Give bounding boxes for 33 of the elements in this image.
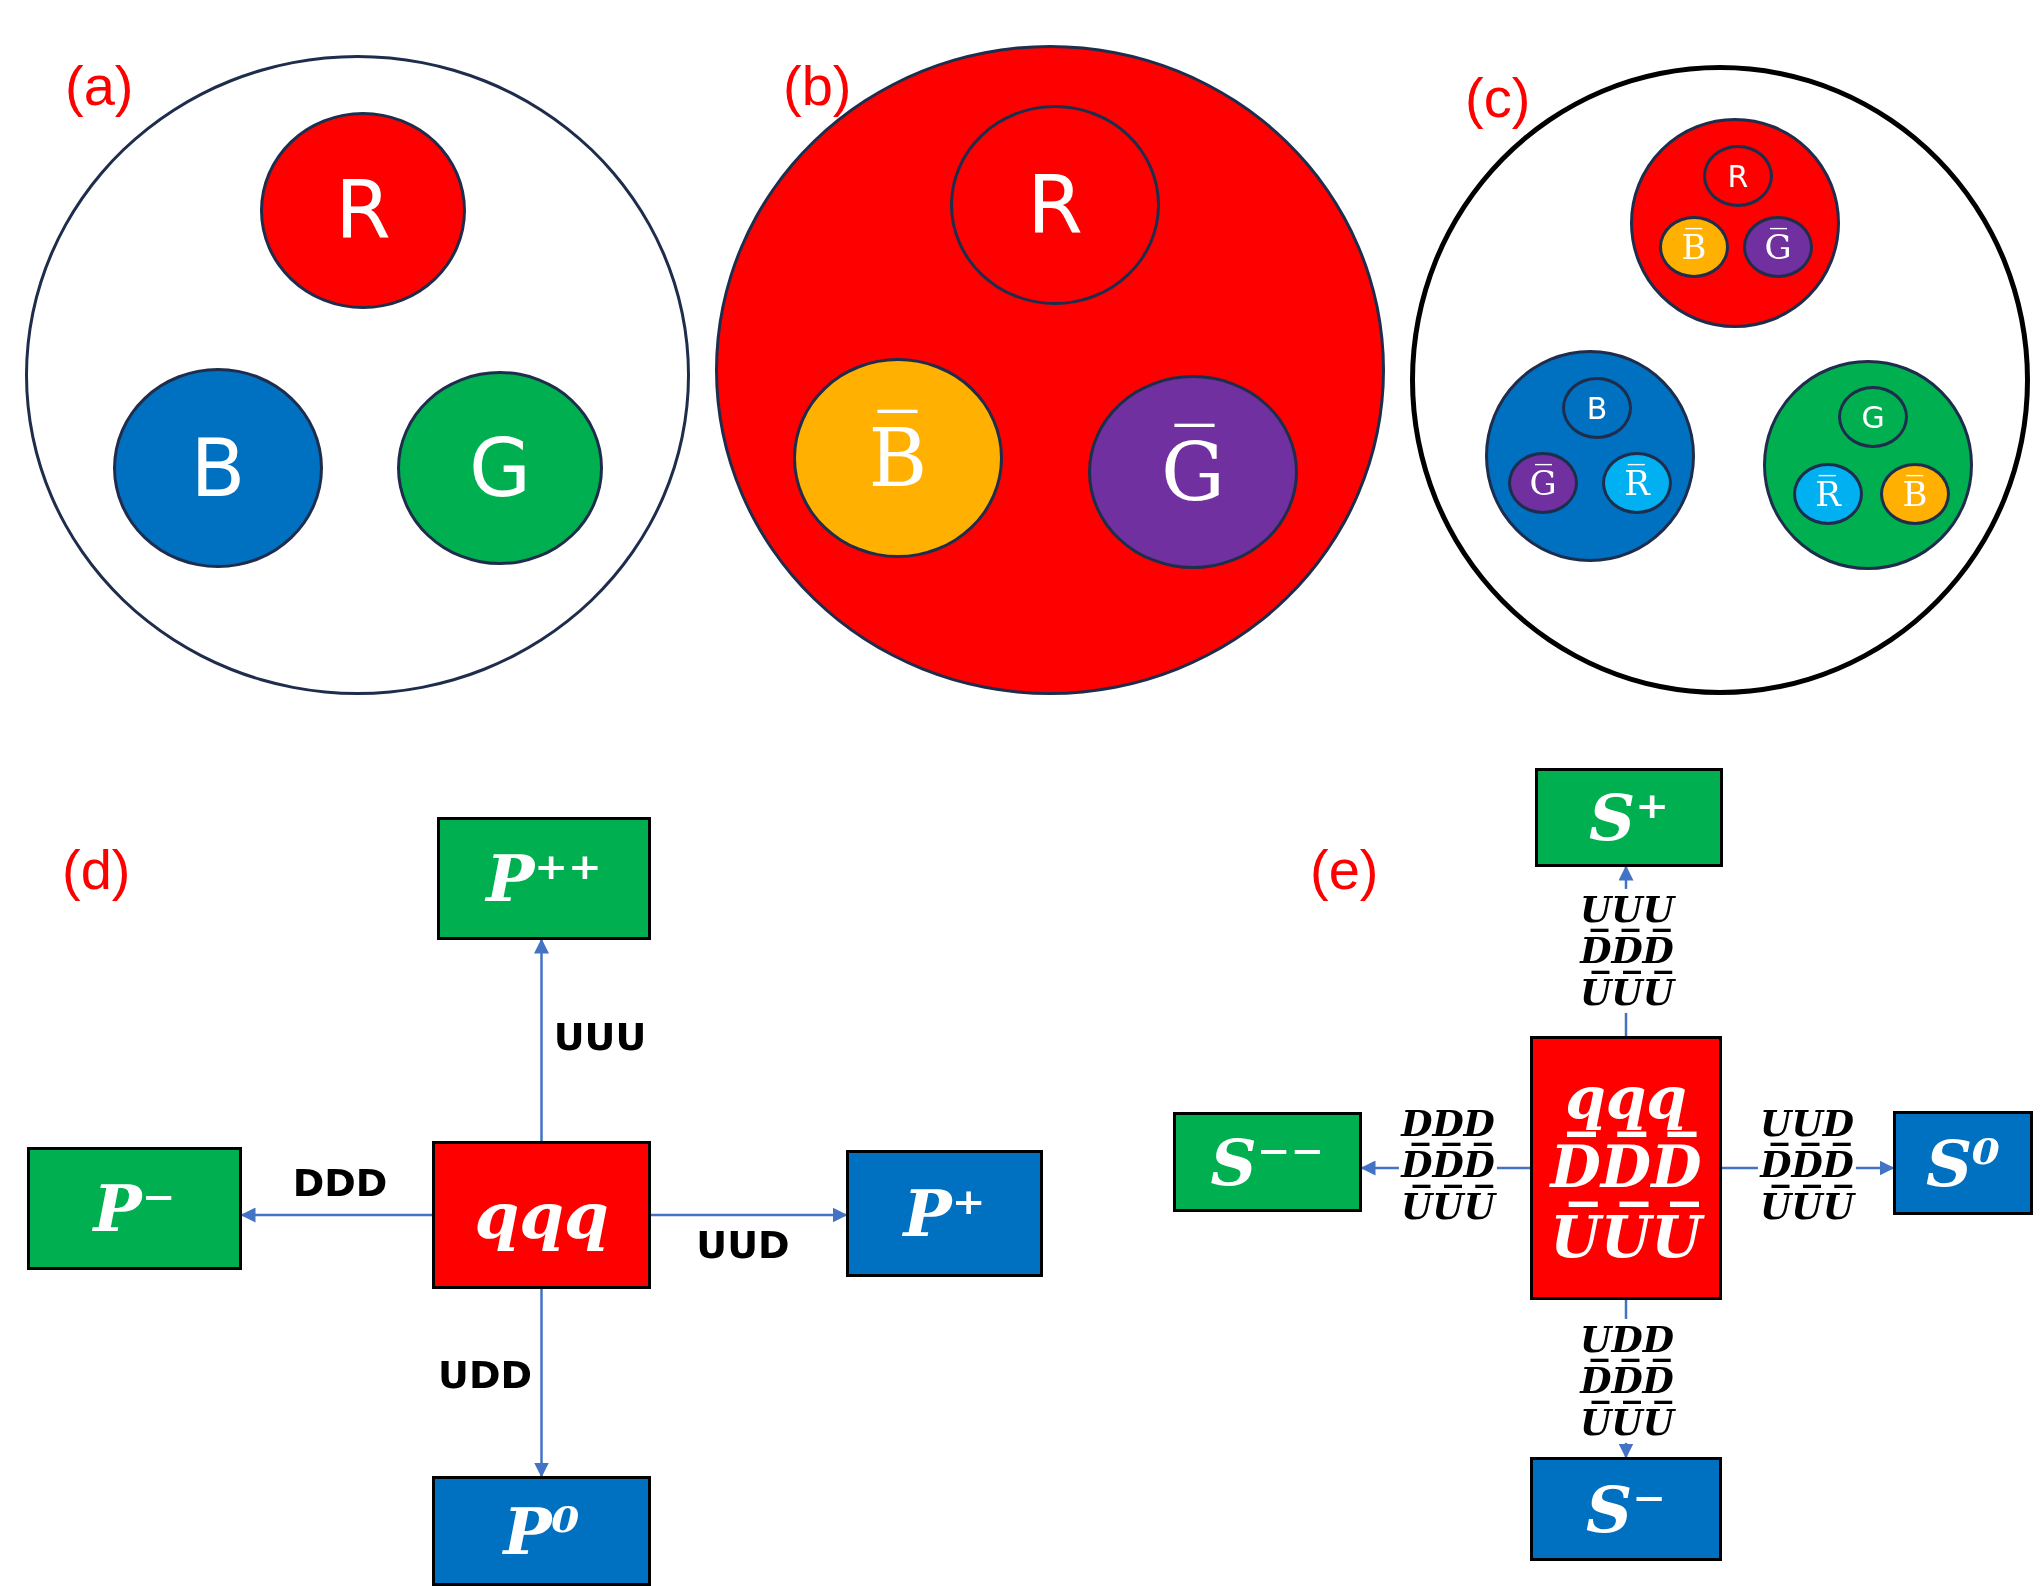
particle-box: S⁻⁻ — [1173, 1112, 1362, 1212]
particle-box: S⁻ — [1530, 1457, 1722, 1561]
color-charge-circle: R — [1703, 145, 1773, 207]
arrow — [651, 1207, 848, 1223]
arrow — [534, 938, 549, 1141]
formula-text: qqq — [1565, 1063, 1687, 1132]
arrow — [534, 1289, 549, 1478]
particle-box: S⁺ — [1535, 768, 1723, 867]
particle-box: qqq — [432, 1141, 651, 1289]
color-charge-circle: R̅ — [1793, 463, 1863, 525]
particle-box: S⁰ — [1893, 1111, 2033, 1215]
color-charge-circle: B — [113, 368, 323, 568]
formula-text: D̅D̅D̅ — [1550, 1133, 1702, 1202]
color-charge-circle: G̅ — [1088, 375, 1298, 569]
color-charge-circle: R — [260, 112, 466, 309]
edge-label: UDD D̅D̅D̅ U̅U̅U̅ — [1577, 1318, 1677, 1444]
particle-box: P⁰ — [432, 1476, 651, 1586]
color-charge-circle: B̅ — [1659, 216, 1729, 278]
particle-box — [1530, 1036, 1722, 1300]
particle-box: P⁺ — [846, 1150, 1043, 1277]
color-charge-circle: G — [397, 371, 603, 565]
arrow — [240, 1207, 432, 1223]
edge-label: UUU D̅D̅D̅ U̅U̅U̅ — [1577, 888, 1677, 1014]
color-charge-circle: B̅ — [793, 358, 1003, 558]
color-charge-circle: R — [950, 105, 1160, 305]
color-charge-circle: B — [1562, 377, 1632, 439]
color-charge-circle: G̅ — [1508, 452, 1578, 514]
color-charge-circle: R̅ — [1602, 452, 1672, 514]
particle-box: P⁻ — [27, 1147, 242, 1270]
color-charge-circle: G — [1838, 386, 1908, 448]
particle-box: P⁺⁺ — [437, 817, 651, 940]
color-charge-circle: G̅ — [1743, 216, 1813, 278]
color-charge-circle: B̅ — [1880, 463, 1950, 525]
